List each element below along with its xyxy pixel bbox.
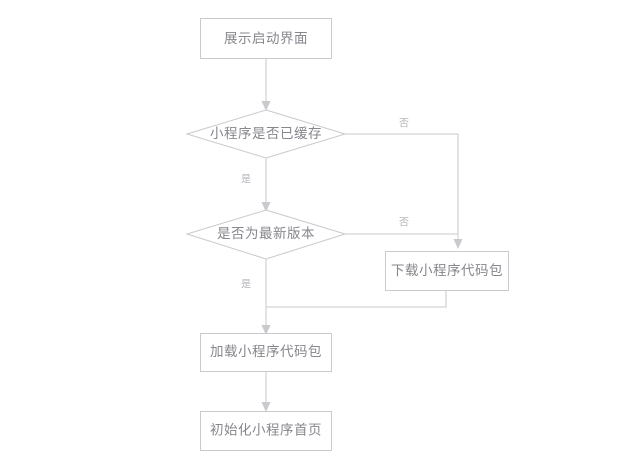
edge-cache-no-to-download: 否 <box>345 118 463 249</box>
node-is-miniprogram-cached[interactable]: 小程序是否已缓存 <box>185 109 347 159</box>
edge-label-version-yes: 是 <box>241 279 251 291</box>
node-label-load-code-package: 加载小程序代码包 <box>210 344 322 359</box>
node-is-latest-version[interactable]: 是否为最新版本 <box>185 209 347 260</box>
edge-download-to-load <box>266 290 447 308</box>
node-label-is-miniprogram-cached: 小程序是否已缓存 <box>210 126 322 141</box>
node-label-init-home-page: 初始化小程序首页 <box>210 422 322 438</box>
node-init-home-page[interactable]: 初始化小程序首页 <box>200 411 332 451</box>
edge-cache-yes-to-version-check: 是 <box>241 158 271 212</box>
edge-label-cache-yes: 是 <box>241 174 251 186</box>
edge-start-to-cache-check <box>261 58 271 111</box>
node-label-is-latest-version: 是否为最新版本 <box>217 226 315 241</box>
edge-version-no-to-download: 否 <box>345 217 458 235</box>
edge-label-cache-no: 否 <box>399 118 409 130</box>
node-download-code-package[interactable]: 下载小程序代码包 <box>385 251 509 291</box>
edge-load-to-init <box>261 371 271 412</box>
node-show-launch-screen[interactable]: 展示启动界面 <box>200 18 332 59</box>
edge-version-yes-to-load: 是 <box>241 259 271 335</box>
node-label-download-code-package: 下载小程序代码包 <box>391 263 503 278</box>
edge-label-version-no: 否 <box>399 217 409 229</box>
node-label-show-launch-screen: 展示启动界面 <box>224 31 308 46</box>
node-load-code-package[interactable]: 加载小程序代码包 <box>200 333 332 372</box>
